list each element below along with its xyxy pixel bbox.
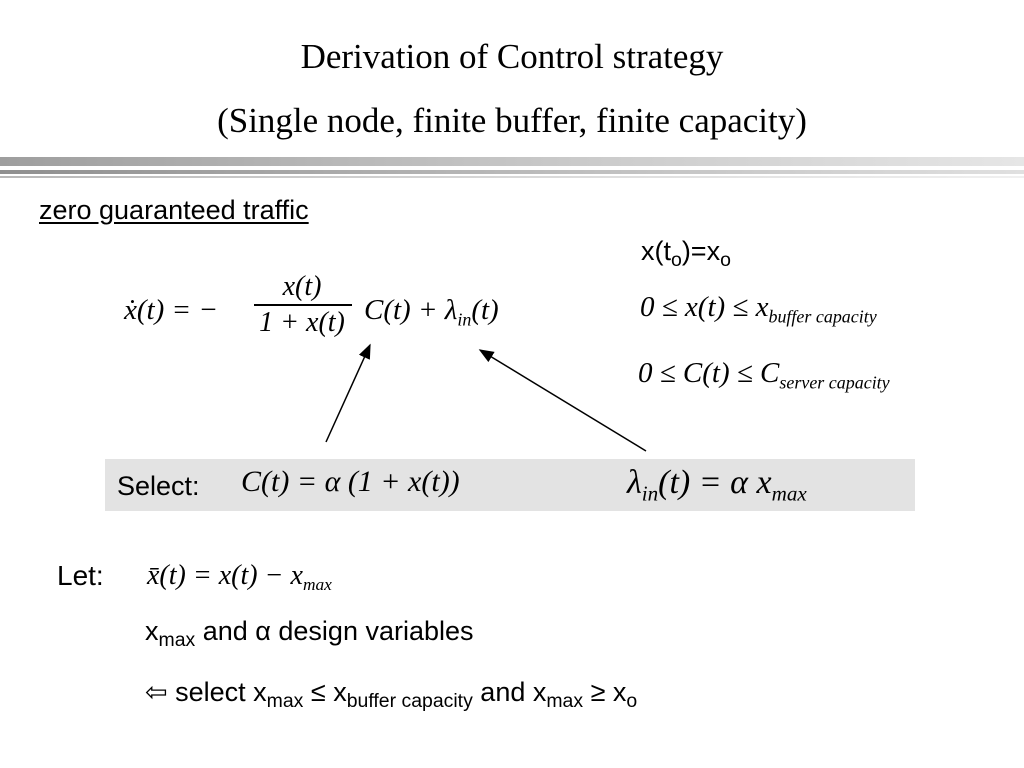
selection-rule-note: ⇦ select xmax ≤ xbuffer capacity and xma… [145, 677, 638, 712]
fraction-bar [254, 304, 352, 306]
initial-condition: x(to)=xo [641, 236, 731, 271]
title-divider-medium [0, 170, 1024, 174]
select-label: Select: [117, 471, 200, 501]
buffer-constraint: 0 ≤ x(t) ≤ xbuffer capacity [640, 291, 877, 327]
let-label: Let: [57, 560, 104, 591]
select-arrival-law: λin(t) = α xmax [627, 464, 807, 506]
design-variables-note: xmax and α design variables [145, 616, 474, 651]
title-divider-thick [0, 157, 1024, 166]
select-capacity-law: C(t) = α (1 + x(t)) [241, 465, 460, 498]
section-heading: zero guaranteed traffic [39, 195, 309, 225]
arrow-to-arrival [478, 349, 647, 452]
slide-subtitle: (Single node, finite buffer, finite capa… [217, 101, 807, 140]
let-equation: x̄(t) = x(t) − xmax [147, 560, 332, 595]
dynamics-rhs: C(t) + λin(t) [364, 294, 499, 330]
fraction-numerator: x(t) [282, 271, 322, 302]
dynamics-fraction: x(t) 1 + x(t) [248, 270, 356, 340]
left-arrow-icon: ⇦ [145, 677, 168, 707]
fraction-denominator: 1 + x(t) [259, 306, 345, 338]
select-highlight-box [105, 459, 915, 511]
arrow-to-capacity [325, 343, 371, 443]
dynamics-lhs: ẋ(t) = − [124, 294, 218, 326]
server-constraint: 0 ≤ C(t) ≤ Cserver capacity [638, 357, 890, 393]
title-divider-thin [0, 176, 1024, 178]
slide-title: Derivation of Control strategy [300, 37, 724, 76]
